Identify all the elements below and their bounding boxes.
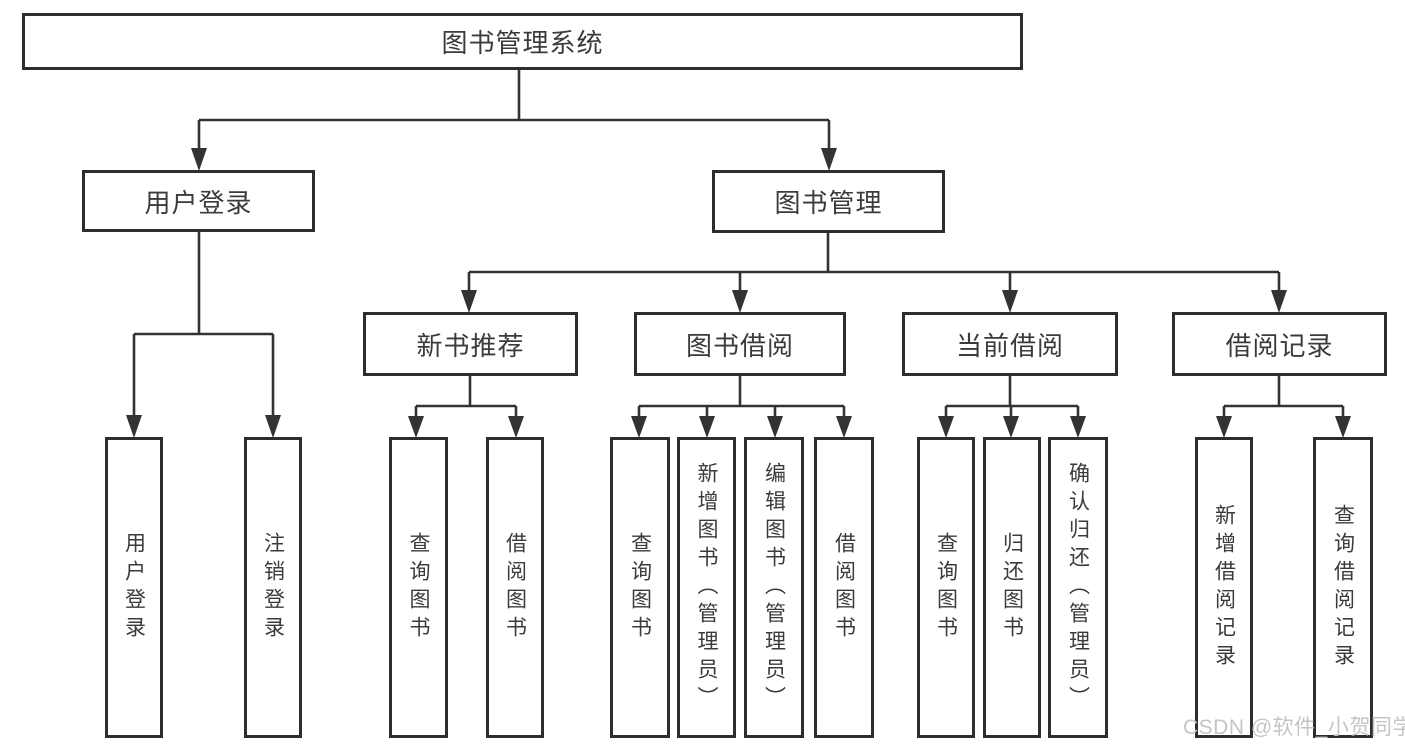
arrowhead [1335,416,1351,438]
node-library-management-system: 图书管理系统 [22,13,1023,70]
node-user-login: 用户登录 [82,170,315,232]
arrowhead [191,148,207,171]
leaf-label: 编辑图书（管理员） [762,461,786,714]
leaf-logout: 注销登录 [244,437,302,738]
node-label: 当前借阅 [955,330,1064,361]
node-current-borrow: 当前借阅 [902,312,1118,376]
arrowhead [699,416,715,438]
node-label: 用户登录 [144,187,253,218]
leaf-user-login: 用户登录 [105,437,163,738]
node-label: 图书借阅 [685,330,794,361]
node-borrow-records: 借阅记录 [1172,312,1387,376]
arrowhead [836,416,852,438]
leaf-borrow-book-recommend: 借阅图书 [486,437,544,738]
connector-root-to-level2 [191,69,837,171]
leaf-label: 借阅图书 [503,531,527,644]
leaf-label: 查询借阅记录 [1331,503,1355,672]
leaf-label: 借阅图书 [832,531,856,644]
arrowhead [938,416,954,438]
leaf-label: 用户登录 [122,531,146,644]
node-label: 新书推荐 [416,330,525,361]
leaf-query-book-recommend: 查询图书 [389,437,448,738]
connector-current-borrow-to-leaves [938,375,1086,438]
leaf-return-book: 归还图书 [983,437,1041,738]
arrowhead [1070,416,1086,438]
leaf-confirm-return-admin: 确认归还（管理员） [1048,437,1108,738]
leaf-label: 查询图书 [628,531,652,644]
node-book-management: 图书管理 [712,170,945,233]
leaf-label: 查询图书 [934,531,958,644]
leaf-query-book-borrow: 查询图书 [610,437,670,738]
node-book-borrow: 图书借阅 [634,312,846,376]
arrowhead [408,416,424,438]
connector-new-book-recommend-to-leaves [408,375,524,438]
leaf-label: 新增借阅记录 [1212,503,1236,672]
leaf-label: 新增图书（管理员） [695,461,718,714]
arrowhead [732,290,748,313]
arrowhead [126,415,142,438]
csdn-watermark: CSDN @软件_小贺同学 [1183,716,1405,739]
leaf-query-book-current: 查询图书 [917,437,975,738]
arrowhead [821,148,837,171]
node-new-book-recommend: 新书推荐 [363,312,578,376]
arrowhead [631,416,647,438]
arrowhead [1003,416,1019,438]
arrowhead [461,290,477,313]
arrowhead [1002,290,1018,313]
leaf-add-book-admin: 新增图书（管理员） [677,437,736,738]
leaf-label: 查询图书 [407,531,430,644]
arrowhead [265,415,281,438]
leaf-label: 归还图书 [1000,531,1024,644]
leaf-query-borrow-record: 查询借阅记录 [1313,437,1373,738]
leaf-label: 注销登录 [261,531,285,644]
leaf-edit-book-admin: 编辑图书（管理员） [744,437,804,738]
connector-book-management-to-level3 [461,232,1287,313]
node-label: 图书管理系统 [441,28,604,58]
arrowhead [767,416,783,438]
connector-book-borrow-to-leaves [631,375,852,438]
arrowhead [1271,290,1287,313]
leaf-add-borrow-record: 新增借阅记录 [1195,437,1253,738]
node-label: 借阅记录 [1225,330,1334,361]
arrowhead [1216,416,1232,438]
connector-user-login-to-leaves [126,231,281,438]
node-label: 图书管理 [774,188,883,218]
leaf-label: 确认归还（管理员） [1066,461,1090,714]
arrowhead [508,416,524,438]
connector-borrow-records-to-leaves [1216,375,1351,438]
leaf-borrow-book: 借阅图书 [814,437,874,738]
